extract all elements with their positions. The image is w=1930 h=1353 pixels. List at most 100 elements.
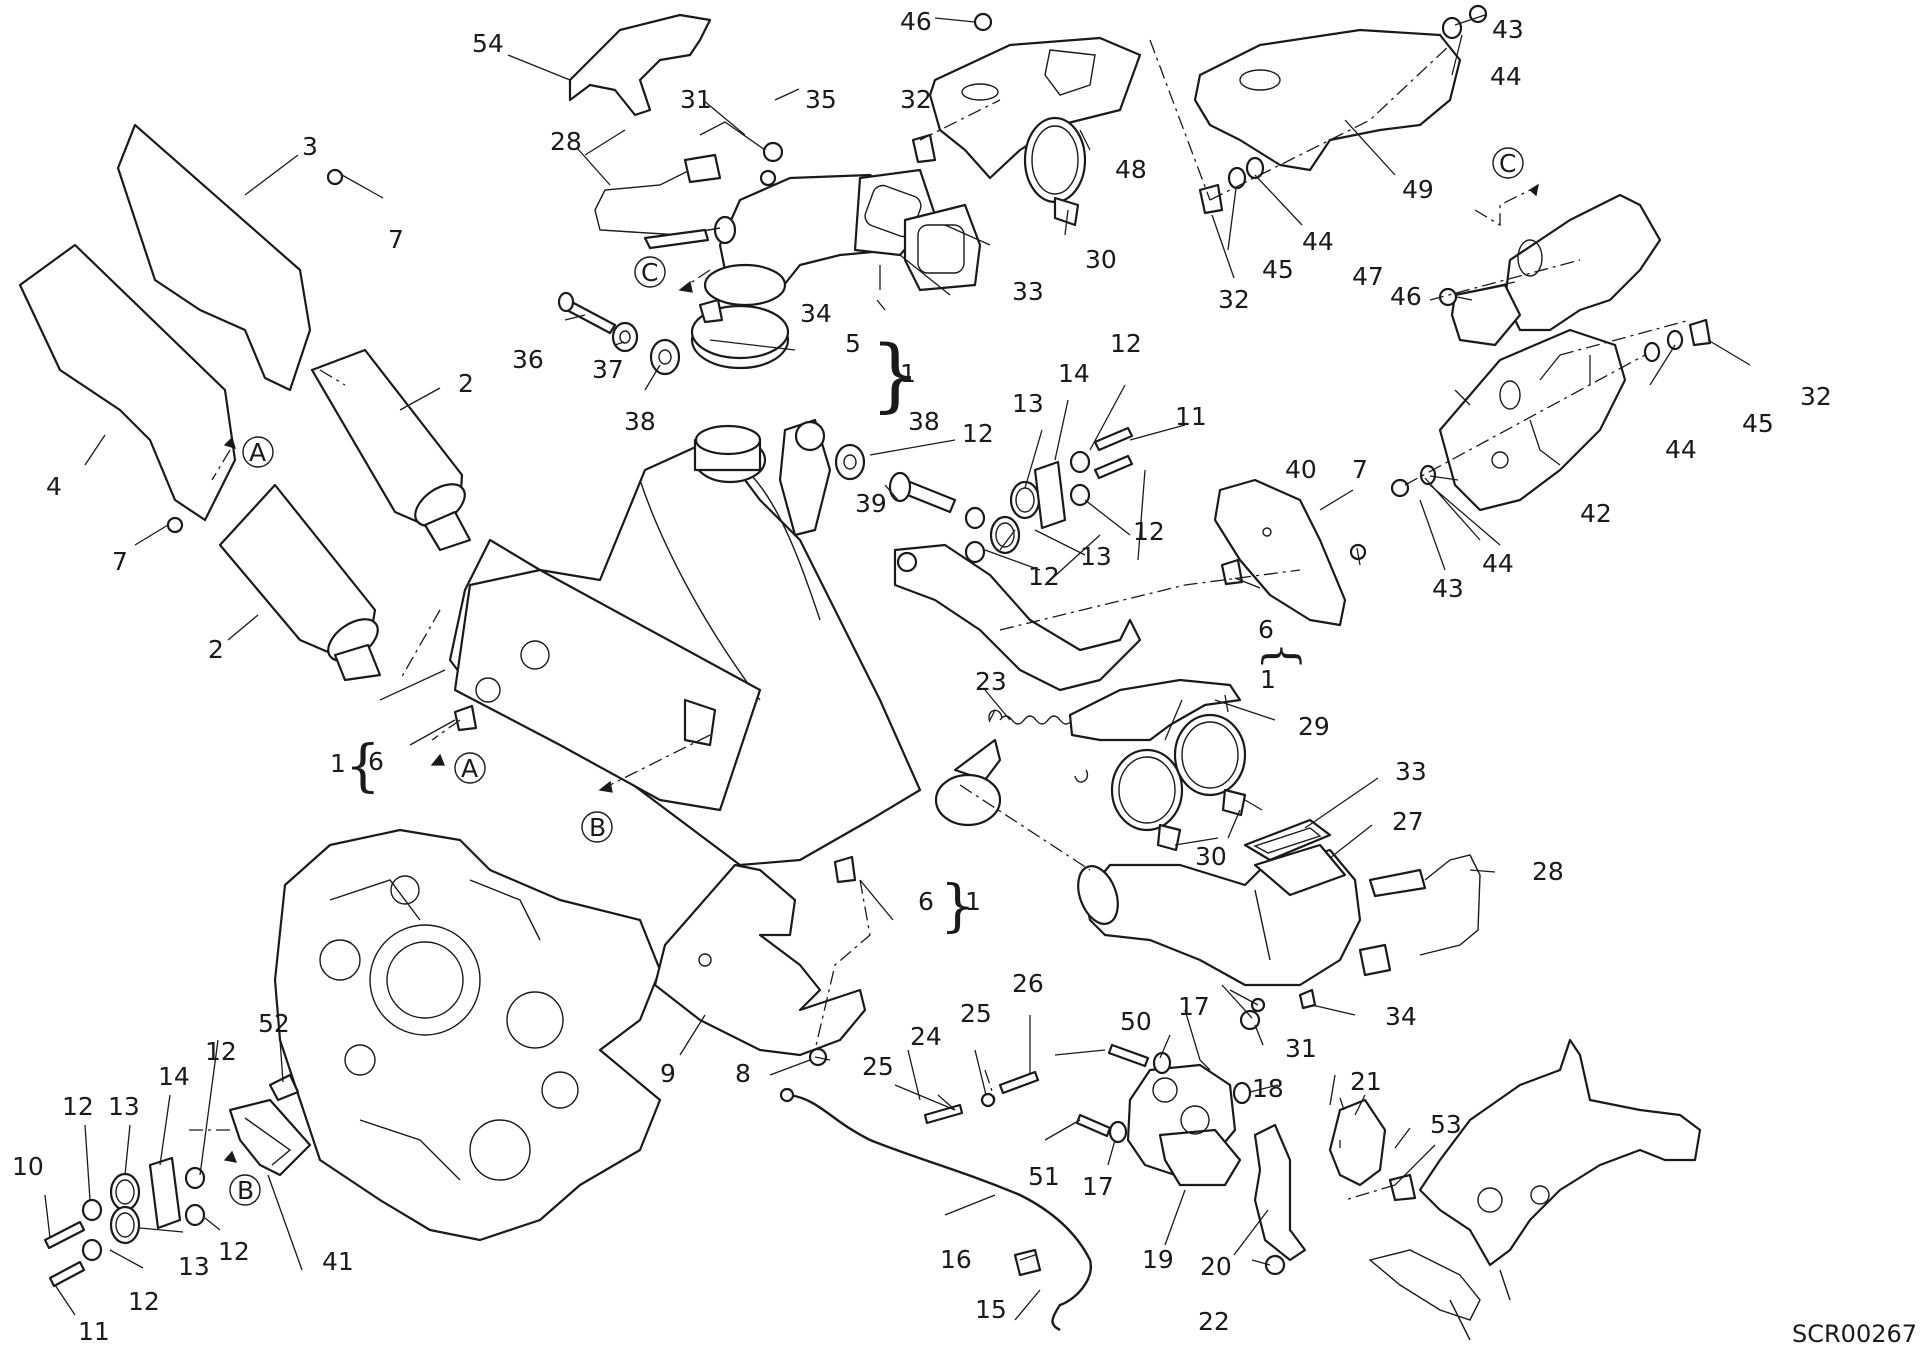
callout-labels: 3 7 4 7 2 2 54 28 31 35 32 46 48 30 33 3… <box>12 7 1832 1346</box>
callout-43: 43 <box>1492 15 1524 44</box>
callout-10: 10 <box>12 1152 44 1181</box>
svg-text:{: { <box>1257 642 1308 670</box>
stud-39 <box>888 471 957 514</box>
clip-6-center <box>833 855 857 884</box>
callout-36: 36 <box>512 345 544 374</box>
washers-43-44-top <box>1441 4 1488 40</box>
gasket-33-upper <box>903 203 982 292</box>
callout-41: 41 <box>322 1247 354 1276</box>
callout-34: 34 <box>1385 1002 1417 1031</box>
exhaust-valve-actuator-19 <box>1126 1063 1242 1187</box>
lambda-sensor-28-upper <box>594 153 722 250</box>
callout-39: 39 <box>855 489 887 518</box>
bolts-11-center <box>1093 426 1134 480</box>
clip-6-left <box>453 704 478 732</box>
callout-45: 45 <box>1262 255 1294 284</box>
header-pipe-35 <box>703 168 937 307</box>
roller-13-center-lower <box>989 515 1021 555</box>
callout-12: 12 <box>962 419 994 448</box>
ref-c-label: C <box>641 258 658 287</box>
roller-13-center-upper <box>1009 480 1041 520</box>
callout-33: 33 <box>1395 757 1427 786</box>
callout-12: 12 <box>62 1092 94 1121</box>
callout-6: 6 <box>1258 615 1274 644</box>
callout-31: 31 <box>680 85 712 114</box>
pins-24-25-26 <box>923 1070 1040 1125</box>
reference-c-right: C <box>1492 147 1524 179</box>
callout-52: 52 <box>258 1009 290 1038</box>
callout-13: 13 <box>108 1092 140 1121</box>
callout-30: 30 <box>1195 842 1227 871</box>
flange-27 <box>1253 843 1347 897</box>
control-cable-16 <box>779 1087 1092 1332</box>
callout-44: 44 <box>1302 227 1334 256</box>
callout-46: 46 <box>900 7 932 36</box>
callout-51: 51 <box>1028 1162 1060 1191</box>
callout-20: 20 <box>1200 1252 1232 1281</box>
screw-22 <box>1264 1254 1286 1276</box>
connecting-pipe <box>934 738 1002 827</box>
heat-shield-9 <box>653 863 867 1057</box>
callout-7: 7 <box>388 225 404 254</box>
heat-cover-47 <box>1450 193 1662 347</box>
heat-shield-54 <box>568 13 712 117</box>
washer-38-upper <box>649 338 681 376</box>
callout-13: 13 <box>1012 389 1044 418</box>
assembly-lines <box>185 39 1691 1201</box>
assembly-braces: } { } { <box>345 328 1308 939</box>
callout-26: 26 <box>1012 969 1044 998</box>
bolt-46-upper <box>973 12 993 32</box>
clamp-30-lower-left <box>1110 748 1184 852</box>
ref-a-label: A <box>461 754 478 783</box>
bolts-7-left <box>166 168 344 534</box>
reference-a-lower: A <box>454 752 486 784</box>
callout-12: 12 <box>205 1037 237 1066</box>
callout-14: 14 <box>158 1062 190 1091</box>
callout-48: 48 <box>1115 155 1147 184</box>
clamp-15 <box>1013 1248 1042 1277</box>
clip-32-top <box>911 133 937 164</box>
callout-1: 1 <box>965 887 981 916</box>
callout-1: 1 <box>330 749 346 778</box>
leader-lines <box>44 14 1751 1321</box>
callout-6: 6 <box>368 747 384 776</box>
callout-24: 24 <box>910 1022 942 1051</box>
callout-32: 32 <box>1218 285 1250 314</box>
callout-29: 29 <box>1298 712 1330 741</box>
callout-13: 13 <box>1080 542 1112 571</box>
callout-53: 53 <box>1430 1110 1462 1139</box>
callout-22: 22 <box>1198 1307 1230 1336</box>
callout-17: 17 <box>1178 992 1210 1021</box>
callout-12: 12 <box>218 1237 250 1266</box>
callout-50: 50 <box>1120 1007 1152 1036</box>
callout-1: 1 <box>900 359 916 388</box>
callout-4: 4 <box>46 472 62 501</box>
callout-38: 38 <box>908 407 940 436</box>
rear-frame <box>1368 1038 1702 1341</box>
callout-16: 16 <box>940 1245 972 1274</box>
callout-12: 12 <box>128 1287 160 1316</box>
callout-17: 17 <box>1082 1172 1114 1201</box>
callout-30: 30 <box>1085 245 1117 274</box>
callout-9: 9 <box>660 1059 676 1088</box>
heat-shield-3 <box>116 123 312 392</box>
exhaust-box <box>453 568 762 812</box>
svg-text:{: { <box>345 734 381 799</box>
bolts-50-51 <box>1075 1043 1150 1138</box>
callout-42: 42 <box>1580 499 1612 528</box>
lambda-sensor-28-lower <box>1358 854 1481 977</box>
callout-33: 33 <box>1012 277 1044 306</box>
callout-25: 25 <box>862 1052 894 1081</box>
reference-b-center: B <box>581 811 613 843</box>
washers-17-18 <box>1108 1051 1252 1144</box>
bolts-31-34-lower <box>1239 988 1317 1031</box>
callout-32: 32 <box>1800 382 1832 411</box>
gasket-33-lower <box>1243 818 1332 862</box>
callout-38: 38 <box>624 407 656 436</box>
callout-43: 43 <box>1432 574 1464 603</box>
callout-28: 28 <box>550 127 582 156</box>
bolt-31-upper <box>759 141 784 187</box>
bracket-41 <box>228 1098 312 1177</box>
roller-13-lower-lower <box>109 1205 141 1245</box>
